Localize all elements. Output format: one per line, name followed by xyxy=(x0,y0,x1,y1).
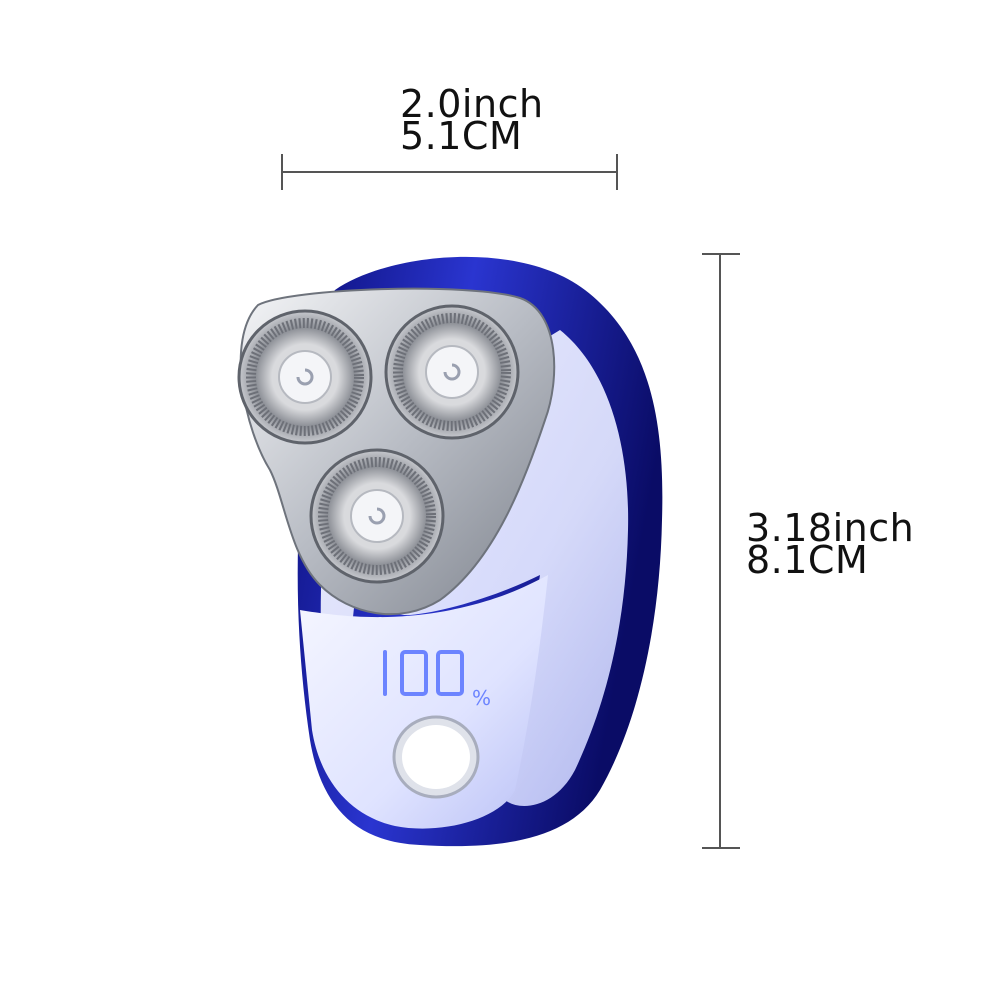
width-inch: 2.0inch xyxy=(400,82,544,126)
height-cm: 8.1CM xyxy=(746,538,869,582)
battery-display-icon xyxy=(383,650,464,696)
shaver-head-left xyxy=(237,309,373,445)
width-cm: 5.1CM xyxy=(400,114,523,158)
height-inch: 3.18inch xyxy=(746,506,915,550)
power-button-icon[interactable] xyxy=(392,715,480,799)
width-dimension-line xyxy=(281,154,618,190)
display-unit: % xyxy=(472,686,491,710)
shaver-head-bottom xyxy=(309,448,445,584)
width-label: 2.0inch 5.1CM xyxy=(400,82,544,158)
height-dimension-line xyxy=(702,253,740,849)
height-label: 3.18inch 8.1CM xyxy=(746,506,915,582)
shaver-head-right xyxy=(384,304,520,440)
shaver-head-icon xyxy=(237,304,520,584)
